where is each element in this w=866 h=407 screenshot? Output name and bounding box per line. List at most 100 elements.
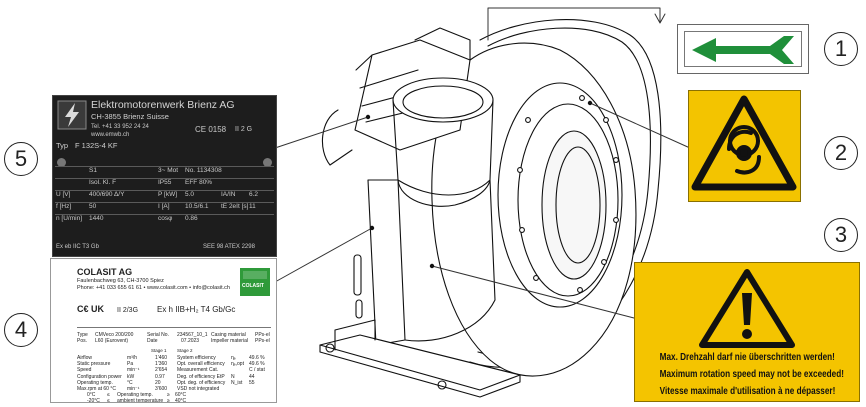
fan-date-label: Date	[147, 338, 158, 344]
max-speed-warning-label: Max. Drehzahl darf nie überschritten wer…	[634, 262, 860, 402]
fan-spec-right-cell: Opt. overall efficiency	[177, 361, 225, 368]
fan-spec-right-cell: ηₑ,opt	[231, 361, 244, 368]
fan-temp-geq: ≥	[167, 392, 170, 398]
motor-type-label: Typ	[56, 141, 69, 150]
fan-spec-right-cell: ηₑ	[231, 355, 236, 361]
fan-serial-value: 234567_10_1	[177, 332, 208, 338]
fan-company-contact: Phone: +41 033 655 61 61 • www.colasit.c…	[77, 285, 230, 291]
fan-spec-right-cell: 49.6 %	[249, 355, 265, 361]
fan-spec-left-cell: 1'460	[155, 355, 168, 361]
fan-spec-right-cell: Deg. of efficiency EtP	[177, 373, 225, 380]
ce-mark-icon: CE 0158	[195, 125, 227, 134]
fan-pos-label: Pos.	[77, 338, 88, 344]
fan-type-label: Type	[77, 332, 88, 338]
fan-company-address: Faulenbachweg 63, CH-3700 Spiez	[77, 278, 164, 284]
ex-hexagon-icon: II 2 G	[235, 126, 253, 133]
warning-text-de: Max. Drehzahl darf nie überschritten wer…	[659, 351, 835, 363]
warning-text-fr: Vitesse maximale d'utilisation à ne dépa…	[659, 385, 836, 397]
motor-row-divider	[55, 214, 274, 225]
fan-spec-right-cell: 49.6 %	[249, 361, 265, 368]
motor-address: CH-3855 Brienz Suisse	[91, 112, 169, 121]
fan-serial-label: Serial No.	[147, 332, 169, 338]
fan-spec-left-cell: Airflow	[77, 355, 93, 361]
leader-line-4	[274, 227, 373, 283]
motor-row-cell: 1440	[89, 215, 104, 222]
fan-spec-left-cell: 1'360	[155, 361, 168, 368]
motor-nameplate: Elektromotorenwerk Brienz AG CH-3855 Bri…	[52, 95, 277, 257]
motor-row-cell: I [A]	[158, 203, 170, 210]
motor-row-cell: Isol. Kl. F	[89, 179, 117, 186]
motor-row-cell: IP55	[158, 179, 172, 186]
fan-temp-cell: Operating temp.	[117, 392, 153, 398]
motor-phone: Tel. +41 33 952 24 24	[91, 124, 149, 130]
motor-row-divider	[55, 178, 274, 189]
leader-line-5	[274, 116, 369, 149]
fan-spec-left-cell: m³/h	[127, 355, 137, 361]
fan-spec-right-cell: 55	[249, 379, 255, 386]
fan-spec-left-cell: 0.97	[155, 373, 165, 380]
fan-casing-value: PPs-el	[255, 332, 270, 338]
direction-arrow-label	[677, 24, 809, 74]
fan-temp-leq: ≤	[107, 398, 110, 403]
motor-row-cell: 5.0	[185, 191, 195, 198]
callout-3: 3	[824, 218, 858, 252]
fan-spec-left-cell: Configuration power	[77, 373, 122, 380]
fan-spec-left-cell: Speed	[77, 367, 92, 374]
motor-row-cell: 3~ Mot	[158, 167, 179, 174]
fan-spec-left-cell: 2'654	[155, 367, 168, 374]
fan-impeller-value: PPs-el	[255, 338, 270, 344]
fan-spec-right-cell: VSD not integrated	[177, 386, 220, 392]
motor-row-cell: 10.5/6.1	[185, 203, 209, 210]
direction-arrow-icon	[692, 36, 794, 64]
fan-spec-left-cell: kW	[127, 373, 135, 380]
rotating-parts-warning-icon	[691, 95, 797, 191]
callout-5: 5	[4, 142, 38, 176]
fan-temp-leq: ≤	[107, 392, 110, 398]
fan-spec-left-cell: 3'600	[155, 386, 168, 392]
callout-4: 4	[4, 313, 38, 347]
fan-spec-left-cell: Pa	[127, 361, 134, 368]
leader-line-3	[431, 265, 635, 319]
callout-2: 2	[824, 136, 858, 170]
warning-text-en: Maximum rotation speed may not be exceed…	[659, 368, 844, 380]
motor-row-cell: 400/690 Δ/Y	[89, 191, 125, 198]
fan-temp-cell: 40°C	[175, 398, 187, 403]
fan-spec-right-cell: N_ist	[231, 379, 243, 386]
fan-stage-2: Stage 2	[177, 348, 193, 353]
motor-row-divider	[55, 166, 274, 177]
motor-type-value: F 132S-4 KF	[75, 141, 118, 150]
leader-line-1	[487, 7, 661, 41]
fan-spec-left-cell: Max.rpm at 60 °C	[77, 386, 116, 392]
motor-row-cell: tE 2eIt [s]	[221, 203, 249, 210]
fan-ex-line: Ex h IIB+H₂ T4 Gb/Gc	[157, 305, 236, 314]
rotating-parts-warning-sign	[688, 90, 801, 202]
motor-row-cell: cosφ	[158, 215, 173, 222]
motor-atex-cert: SEE 98 ATEX 2298	[203, 244, 255, 250]
fan-pos-value: L60 (Eurovent)	[95, 338, 129, 344]
fan-spec-right-cell: System efficiency	[177, 355, 216, 361]
motor-row-cell: IA/IN	[221, 191, 236, 198]
exclamation-warning-icon	[699, 269, 795, 348]
fan-impeller-label: Impeller material	[211, 338, 248, 344]
motor-row-cell: 50	[89, 203, 97, 210]
fan-temp-cell: 0°C	[87, 392, 96, 398]
outlet-duct-opening	[392, 77, 494, 123]
fan-spec-left-cell: min⁻¹	[127, 386, 140, 392]
colasit-logo-icon: COLASIT	[240, 268, 270, 296]
fan-temp-cell: 60°C	[175, 392, 187, 398]
fan-spec-left-cell: °C	[127, 379, 133, 386]
motor-row-cell: U [V]	[56, 191, 71, 198]
motor-row-cell: 0.86	[185, 215, 198, 222]
ce-ukca-mark-icon: C€ UK	[77, 304, 105, 314]
motor-row-divider	[55, 190, 274, 201]
fan-spec-left-cell: 20	[155, 379, 161, 386]
fan-temp-geq: ≥	[167, 398, 170, 403]
fan-spec-left-cell: Static pressure	[77, 361, 111, 368]
fan-temp-cell: -20°C	[87, 398, 100, 403]
fan-spec-left-cell: min⁻¹	[127, 367, 140, 374]
motor-row-cell: 6.2	[249, 191, 259, 198]
motor-row-cell: f [Hz]	[56, 203, 72, 210]
motor-web: www.emwb.ch	[91, 132, 130, 138]
fan-stage-1: Stage 1	[151, 348, 167, 353]
